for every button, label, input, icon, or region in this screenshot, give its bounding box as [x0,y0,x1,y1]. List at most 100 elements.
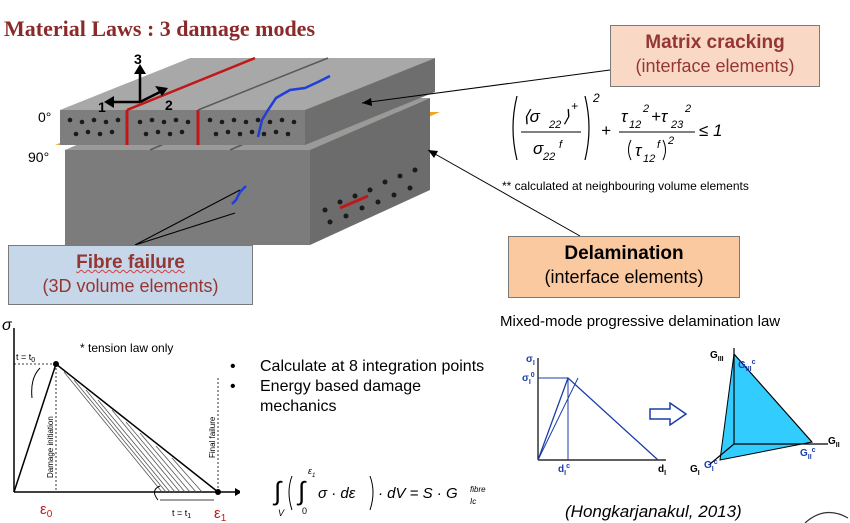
svg-text:+τ: +τ [651,107,669,126]
matrix-cracking-subtitle: (interface elements) [635,56,795,76]
laminate-illustration: 3 1 2 0° 90° [28,51,440,245]
sigma-label: σ [2,318,13,334]
matrix-crack-red-top [126,56,256,112]
mini-sigma-axis-label: σ [526,354,533,365]
ply-0-front-face [60,110,305,145]
damage-envelope [13,362,219,493]
unloading-lines [63,371,203,493]
matrix-cracking-box: Matrix cracking (interface elements) [610,25,820,87]
fibre-failure-title: Fibre failure [76,252,185,273]
ply-label-90: 90° [28,149,49,165]
ply-90-side-face [310,98,430,245]
eps1-label: ε [214,505,221,522]
matrix-crack-blue-top [256,74,331,138]
svg-text:2: 2 [684,103,691,115]
ply-90-fibre-ends [322,167,418,225]
svg-text:2: 2 [592,91,600,105]
svg-text:GIIc: GIIc [800,447,816,461]
svg-text:σI: σI [526,354,535,367]
svg-text:ε1: ε1 [214,505,227,523]
svg-text:12: 12 [643,153,655,165]
t0-label: t = t [16,352,32,362]
GIIIc-label: G [738,360,746,371]
right-arrow-icon [649,402,688,426]
svg-text:⟩: ⟩ [563,107,570,126]
svg-text:≤ 1: ≤ 1 [699,121,723,140]
svg-text:GIc: GIc [704,459,718,473]
fibre-failure-box: Fibre failure (3D volume elements) [8,245,253,305]
t1-label: t = t [172,508,188,518]
svg-text:· dV = S · G: · dV = S · G [378,485,458,502]
mixed-mode-caption: Mixed-mode progressive delamination law [500,313,781,330]
delamination-law-plot: σI σI0 dIc dI [522,354,666,477]
svg-text:V: V [278,508,285,518]
ply-0-top-face [60,58,435,110]
delamination-title: Delamination [564,243,684,264]
svg-text:2: 2 [642,103,649,115]
matrix-crack-blue-bottom [231,185,247,205]
damage-initiation-label: Damage initiation [46,416,55,478]
final-failure-label: Final failure [208,416,217,458]
svg-text:12: 12 [629,119,641,131]
svg-text:∫: ∫ [296,476,307,506]
svg-text:ε0: ε0 [40,501,53,520]
axis-1-label: 1 [98,99,106,115]
bullet-list: •Calculate at 8 integration points •Ener… [230,357,520,417]
decorative-arc [804,512,849,523]
svg-text:τ: τ [621,107,629,126]
GII-label: G [828,436,836,447]
svg-text:dI: dI [658,464,666,477]
svg-text:σI0: σI0 [522,372,535,386]
mini-d-axis-label: d [658,464,664,475]
GIII-label: G [710,350,718,361]
tension-law-note: * tension law only [80,341,174,355]
mini-d0-label: d [558,464,564,475]
fibre-failure-subtitle: (3D volume elements) [42,276,219,296]
axis-2-label: 2 [165,97,173,113]
ply-label-0: 0° [38,109,51,125]
bullet-item: •Energy based damage mechanics [230,378,421,415]
svg-text:22: 22 [548,119,561,131]
svg-text:1: 1 [312,473,315,479]
svg-text:0: 0 [302,506,307,516]
svg-text:Ic: Ic [470,497,476,506]
delamination-box: Delamination (interface elements) [508,236,740,298]
svg-text:f: f [657,139,661,151]
ply-0-fibre-ends [67,117,297,137]
svg-text:f: f [559,139,563,151]
svg-text:22: 22 [542,151,555,163]
svg-text:fibre: fibre [470,485,486,494]
criterion-note: ** calculated at neighbouring volume ele… [502,179,749,193]
mixed-mode-toughness-triangle: GIII GIIIc GII GIIc GI GIc [690,348,840,477]
svg-text:t = t1: t = t1 [172,508,191,520]
svg-text:GIII: GIII [710,350,724,363]
slide-title: Material Laws : 3 damage modes [4,16,316,41]
fibre-break-mark [339,194,369,210]
svg-text:2: 2 [667,135,674,147]
svg-text:t = t0: t = t0 [16,352,35,364]
delamination-subtitle: (interface elements) [544,267,704,287]
traction-law-curve [537,376,659,461]
GI-label: G [690,464,698,475]
svg-text:dIc: dIc [558,463,570,477]
GIc-label: G [704,460,712,471]
svg-text:+: + [601,121,611,140]
GIIc-label: G [800,448,808,459]
citation: (Hongkarjanakul, 2013) [565,502,742,521]
svg-text:GII: GII [828,436,840,449]
svg-text:+: + [571,99,578,113]
svg-text:σ · dε: σ · dε [318,485,356,502]
svg-text:ε: ε [308,466,313,476]
GI-axis [709,443,735,465]
svg-text:23: 23 [670,119,684,131]
eps0-label: ε [40,501,47,518]
bullet-item: •Calculate at 8 integration points [230,358,485,375]
axis-2-arrow [139,90,161,104]
svg-text:GI: GI [690,464,700,477]
damage-law-plot: σ ε t = t0 t = t1 Damage initiation Fina… [2,318,240,523]
matrix-cracking-title: Matrix cracking [645,32,785,53]
svg-text:τ: τ [635,141,643,160]
